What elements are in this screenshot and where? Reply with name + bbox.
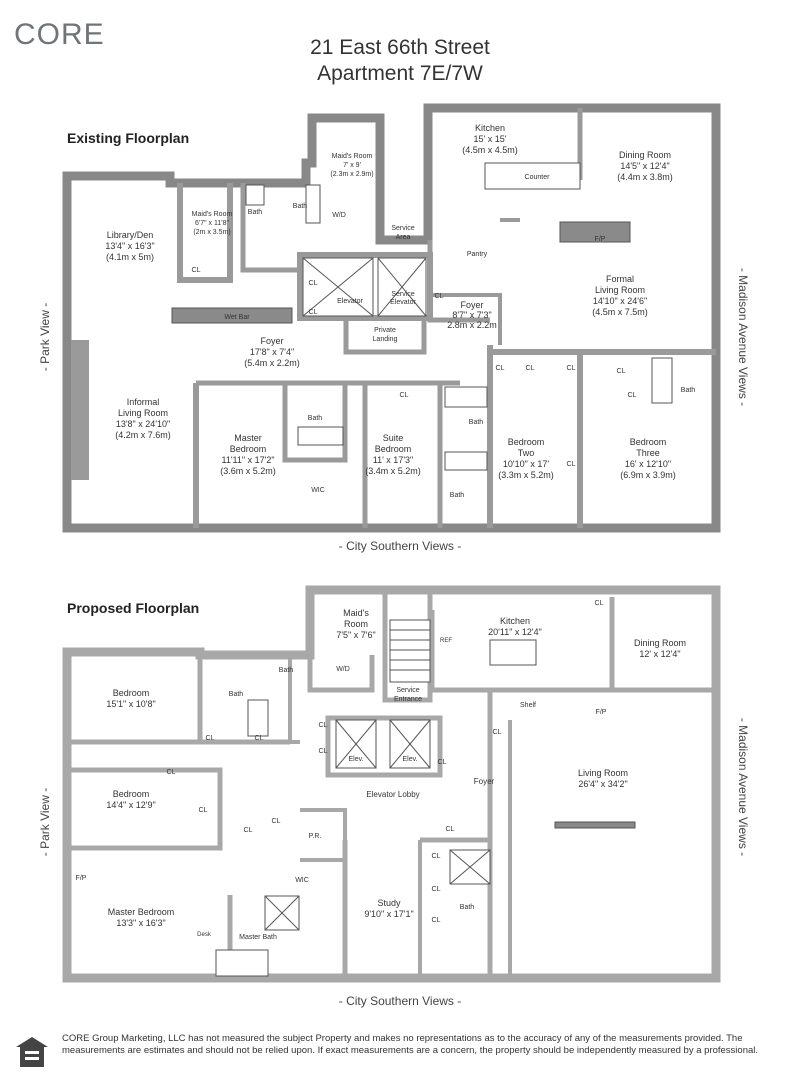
foyer-label: Foyer	[474, 777, 495, 786]
pantry-label: Pantry	[467, 251, 488, 258]
bath-label: Bath	[450, 492, 465, 499]
disclaimer-text: CORE Group Marketing, LLC has not measur…	[62, 1033, 759, 1056]
wic-label: WIC	[311, 487, 325, 494]
closet-label: CL	[595, 600, 604, 607]
proposed-park-view-label: - Park View -	[38, 787, 52, 857]
fp-label: F/P	[595, 236, 606, 243]
wic-label: WIC	[295, 877, 309, 884]
closet-label: CL	[192, 267, 201, 274]
wd-label: W/D	[332, 212, 346, 219]
wet-bar-label: Wet Bar	[224, 314, 250, 321]
powder-room-label: P.R.	[309, 833, 322, 840]
closet-label: CL	[438, 759, 447, 766]
bath-label: Bath	[279, 667, 294, 674]
bath-label: Bath	[229, 691, 244, 698]
closet-label: CL	[628, 392, 637, 399]
fp-label: F/P	[76, 875, 87, 882]
closet-label: CL	[496, 365, 505, 372]
master-bath-label: Master Bath	[239, 934, 277, 941]
bath-label: Bath	[248, 209, 263, 216]
closet-label: CL	[432, 886, 441, 893]
ref-label: REF	[440, 638, 452, 644]
apartment-title: Apartment 7E/7W	[317, 62, 483, 85]
existing-floorplan-title: Existing Floorplan	[67, 130, 190, 146]
closet-label: CL	[400, 392, 409, 399]
proposed-floorplan-title: Proposed Floorplan	[67, 600, 200, 616]
closet-label: CL	[526, 365, 535, 372]
closet-label: CL	[167, 769, 176, 776]
closet-label: CL	[432, 853, 441, 860]
closet-label: CL	[432, 917, 441, 924]
elev-label: Elev.	[402, 756, 417, 763]
bath-label: Bath	[681, 387, 696, 394]
proposed-southern-views-label: - City Southern Views -	[338, 994, 462, 1008]
elevator-label: Elevator	[337, 298, 363, 305]
closet-label: CL	[567, 461, 576, 468]
fp-label: F/P	[596, 709, 607, 716]
closet-label: CL	[319, 722, 328, 729]
elev-label: Elev.	[348, 756, 363, 763]
bath-label: Bath	[308, 415, 323, 422]
existing-madison-views-label: - Madison Avenue Views -	[736, 267, 750, 407]
closet-label: CL	[255, 735, 264, 742]
closet-label: CL	[493, 729, 502, 736]
closet-label: CL	[435, 293, 444, 300]
closet-label: CL	[272, 818, 281, 825]
wd-label: W/D	[336, 666, 350, 673]
closet-label: CL	[206, 735, 215, 742]
closet-label: CL	[309, 309, 318, 316]
counter-label: Counter	[525, 174, 551, 181]
bath-label: Bath	[460, 904, 475, 911]
address-title: 21 East 66th Street	[310, 36, 490, 59]
closet-label: CL	[309, 280, 318, 287]
desk-label: Desk	[197, 932, 212, 938]
elevator-lobby-label: Elevator Lobby	[366, 790, 419, 799]
existing-park-view-label: - Park View -	[38, 302, 52, 372]
closet-label: CL	[446, 826, 455, 833]
proposed-madison-views-label: - Madison Avenue Views -	[736, 717, 750, 857]
bath-label: Bath	[469, 419, 484, 426]
closet-label: CL	[319, 748, 328, 755]
equal-housing-opportunity-icon	[16, 1037, 48, 1067]
closet-label: CL	[567, 365, 576, 372]
bath-label: Bath	[293, 203, 308, 210]
existing-southern-views-label: - City Southern Views -	[338, 539, 462, 553]
closet-label: CL	[244, 827, 253, 834]
shelf-label: Shelf	[520, 702, 536, 709]
closet-label: CL	[617, 368, 626, 375]
closet-label: CL	[199, 807, 208, 814]
core-logo: CORE	[14, 18, 105, 51]
